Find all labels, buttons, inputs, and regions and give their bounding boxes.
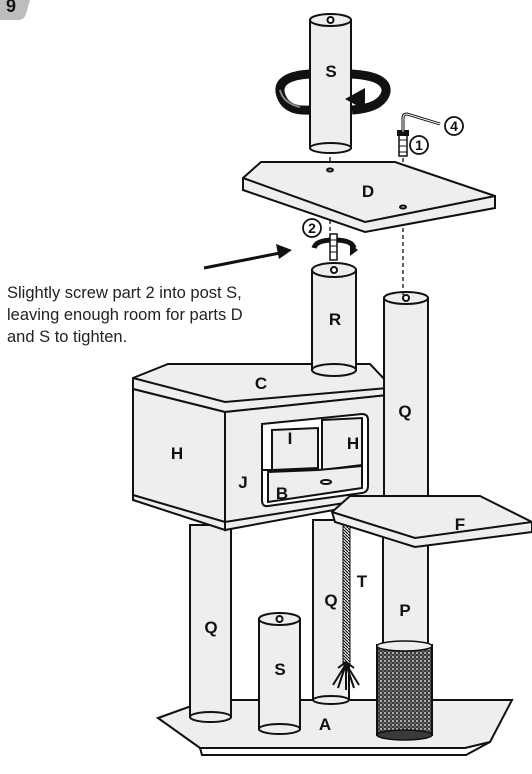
instruction-line: leaving enough room for parts D — [7, 306, 243, 324]
instruction-line: Slightly screw part 2 into post S, — [7, 284, 242, 302]
label-r: R — [329, 310, 341, 329]
label-t: T — [357, 572, 368, 591]
label-q-left: Q — [204, 618, 217, 637]
label-f: F — [455, 515, 465, 534]
label-q-right: Q — [398, 402, 411, 421]
label-h-left: H — [171, 444, 183, 463]
callout-number-4: 4 — [450, 118, 458, 134]
instruction-note: Slightly screw part 2 into post S, leavi… — [7, 282, 307, 348]
callout-number-2: 2 — [308, 220, 316, 236]
label-b: B — [276, 484, 288, 503]
callout-number-1: 1 — [415, 137, 423, 153]
platform-f — [330, 495, 532, 549]
label-q-mid: Q — [324, 591, 337, 610]
callout-circle-2 — [302, 218, 322, 238]
house-opening — [261, 412, 369, 508]
label-s-top: S — [325, 62, 336, 81]
top-post-s — [309, 13, 352, 154]
platform-d — [242, 161, 496, 234]
screw-part-2 — [311, 233, 358, 261]
label-h-inner: H — [347, 434, 359, 453]
label-s-bottom: S — [274, 660, 285, 679]
label-a: A — [319, 715, 331, 734]
post-r — [311, 262, 357, 377]
rotation-arrow — [275, 69, 391, 115]
allen-key-4 — [401, 112, 441, 132]
label-c: C — [255, 374, 267, 393]
post-q-lower-left — [189, 524, 232, 723]
instruction-line: and S to tighten. — [7, 328, 128, 346]
pointer-arrow — [203, 244, 292, 270]
label-d: D — [362, 182, 374, 201]
label-p: P — [399, 601, 410, 620]
callout-circle-4 — [444, 116, 464, 136]
short-post-s — [258, 612, 301, 735]
post-p — [382, 529, 429, 646]
bolt-part-1 — [397, 130, 409, 157]
label-j: J — [238, 473, 247, 492]
step-number: 9 — [6, 0, 16, 16]
step-badge — [0, 0, 30, 20]
label-i: I — [288, 429, 293, 448]
callout-circle-1 — [409, 135, 429, 155]
sisal-wrap — [376, 640, 433, 741]
